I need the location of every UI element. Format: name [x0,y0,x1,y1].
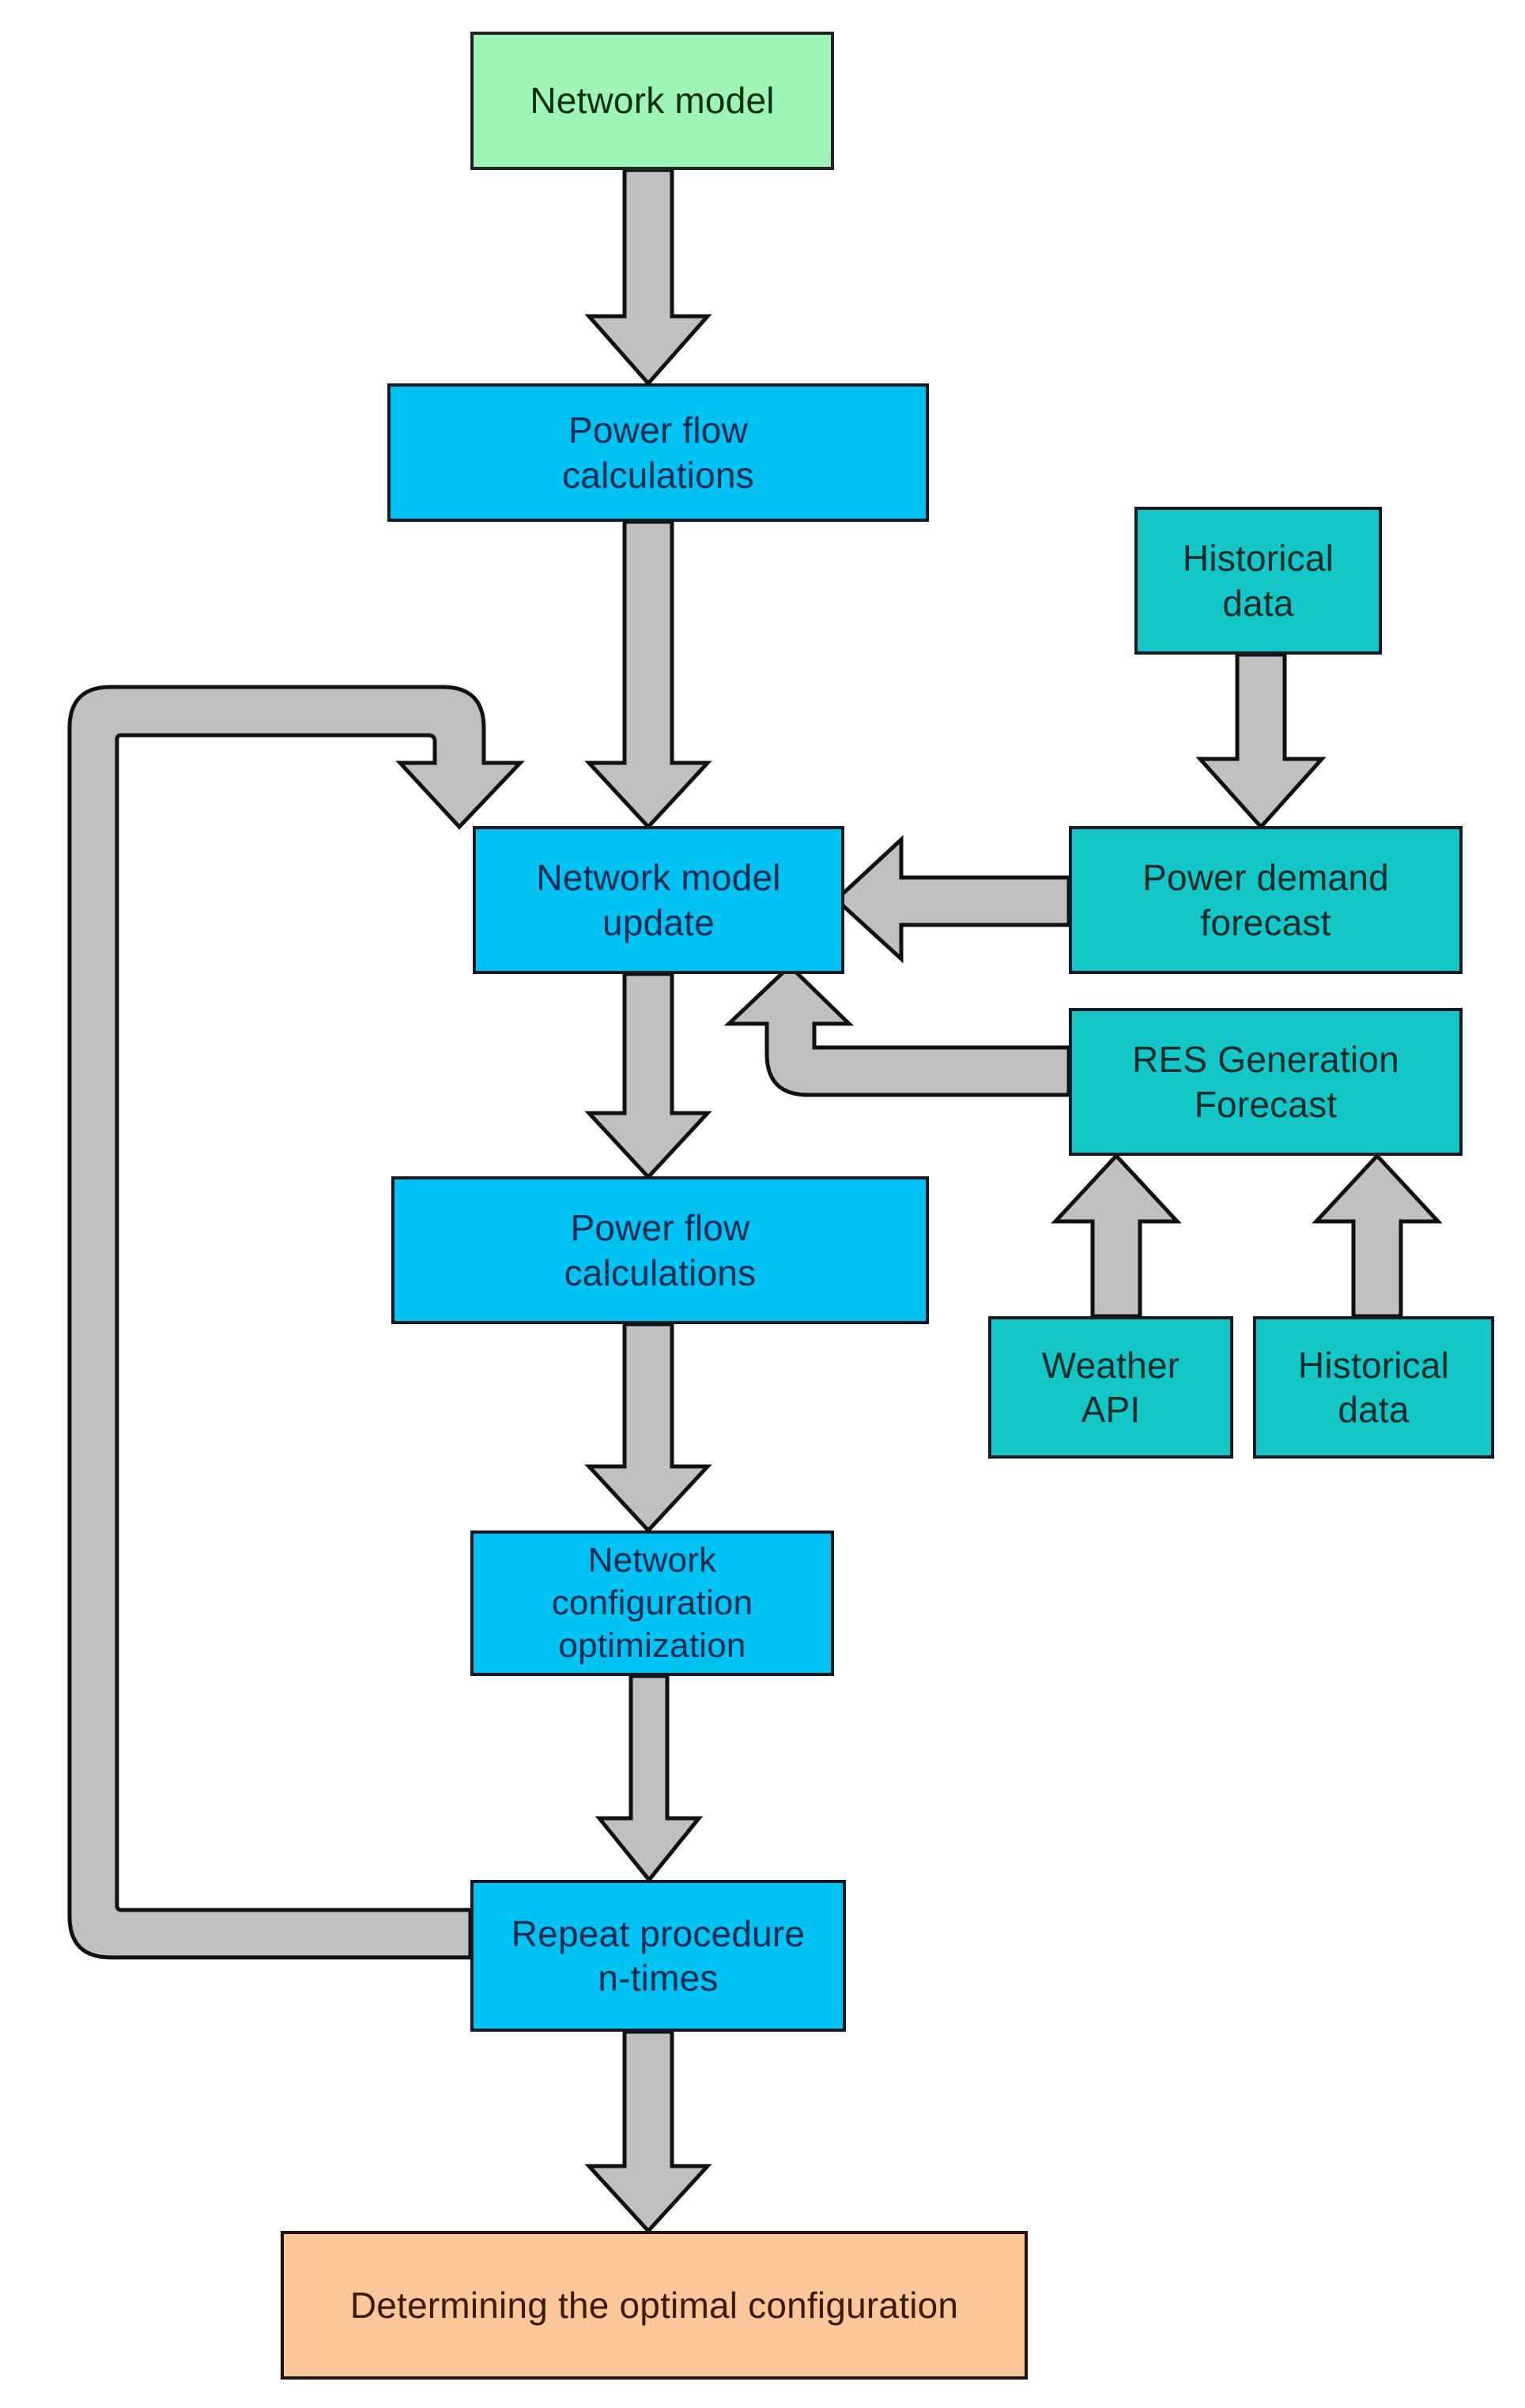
arrow-power-demand-to-network-model-update [833,835,1071,964]
arrow-historical-data-to-power-demand [1195,652,1327,830]
node-historical-data-bottom[interactable]: Historical data [1253,1316,1494,1459]
node-historical-data-bottom-label: Historical data [1297,1344,1450,1430]
node-network-model-update-label: Network model update [536,857,781,943]
node-historical-data-top[interactable]: Historical data [1134,507,1382,655]
node-power-flow-calculations-1-label: Power flow calculations [562,410,754,496]
node-power-flow-calculations-2[interactable]: Power flow calculations [391,1176,929,1324]
node-repeat-procedure[interactable]: Repeat procedure n-times [470,1880,846,2032]
node-weather-api-label: Weather API [1041,1344,1180,1430]
node-network-model-update[interactable]: Network model update [473,826,844,974]
node-res-generation-forecast-label: RES Generation Forecast [1132,1039,1399,1125]
arrow-res-forecast-to-network-model-update [723,963,1071,1097]
arrow-historical-data-bottom-to-res-forecast [1312,1153,1443,1319]
arrow-network-model-to-power-flow [584,168,712,387]
arrow-network-config-to-repeat [595,1674,704,1883]
node-network-configuration-optimization[interactable]: Network configuration optimization [470,1530,834,1676]
node-weather-api[interactable]: Weather API [988,1316,1233,1459]
arrow-power-flow-2-to-network-config [584,1322,712,1534]
node-optimal-configuration[interactable]: Determining the optimal configuration [281,2231,1028,2380]
node-power-demand-forecast-label: Power demand forecast [1142,857,1389,943]
arrow-weather-api-to-res-forecast [1051,1153,1182,1319]
node-power-flow-calculations-1[interactable]: Power flow calculations [387,383,929,522]
node-repeat-procedure-label: Repeat procedure n-times [511,1912,806,1998]
node-network-model-label: Network model [530,80,775,122]
node-power-flow-calculations-2-label: Power flow calculations [564,1207,757,1293]
node-optimal-configuration-label: Determining the optimal configuration [349,2284,959,2326]
node-power-demand-forecast[interactable]: Power demand forecast [1069,826,1463,974]
arrow-network-model-update-to-power-flow-2 [584,972,712,1180]
node-res-generation-forecast[interactable]: RES Generation Forecast [1069,1008,1463,1156]
node-historical-data-top-label: Historical data [1182,538,1334,624]
arrow-feedback-loop [67,685,525,1960]
arrow-repeat-to-optimal-configuration [584,2029,712,2234]
arrow-power-flow-to-network-model-update [584,519,712,830]
node-network-configuration-optimization-label: Network configuration optimization [551,1541,753,1665]
node-network-model[interactable]: Network model [470,32,834,170]
